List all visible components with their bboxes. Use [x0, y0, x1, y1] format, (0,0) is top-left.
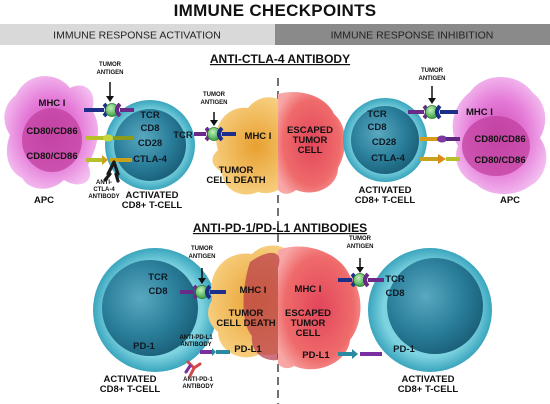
- label-cd28-top-right: CD28: [372, 137, 396, 148]
- label-apc-right: APC: [500, 195, 520, 206]
- label-tcr-top-middle: TCR: [173, 130, 193, 141]
- section-title-ctla4: ANTI-CTLA-4 ANTIBODY: [210, 52, 350, 66]
- tcell-nucleus-top-right: [351, 106, 419, 174]
- label-tcr-bottom-right: TCR: [385, 274, 405, 285]
- anti-pd1-antibody-icon: [186, 360, 202, 378]
- apc-nucleus-left: [22, 108, 82, 172]
- pd1-pdl1-antibodies-bottom-left: [184, 348, 230, 378]
- label-mhc1-top-right: MHC I: [466, 107, 493, 118]
- label-cd80-86-top-right-1: CD80/CD86: [474, 134, 525, 145]
- arrow-tumor-antigen-top-left: [106, 82, 114, 102]
- tcell-nucleus-bottom-left: [102, 260, 198, 356]
- tumor-escaped-bottom: [278, 246, 361, 370]
- cd28-cd80-pair-top-right: [420, 135, 460, 143]
- arrow-tumor-antigen-top-right: [428, 86, 436, 104]
- apc-nucleus-right: [462, 116, 530, 176]
- label-tcr-bottom-left: TCR: [148, 272, 168, 283]
- label-pdl1-bottom-right: PD-L1: [302, 350, 330, 361]
- tumor-escaped-top: [278, 92, 346, 194]
- label-pd1-bottom-right: PD-1: [393, 344, 415, 355]
- pdl1-pd1-pair-bottom-right: [338, 349, 382, 359]
- label-mhc1-top-middle: MHC I: [245, 131, 272, 142]
- arrow-tumor-antigen-top-middle: [210, 112, 218, 126]
- mhc-tcr-complex-bottom-left: [180, 284, 226, 300]
- label-mhc1-bottom-left: MHC I: [240, 285, 267, 296]
- arrow-tumor-antigen-bottom-right: [356, 258, 364, 273]
- label-cd80-86-top-left-2: CD80/CD86: [26, 151, 77, 162]
- activation-label: IMMUNE RESPONSE ACTIVATION: [53, 30, 221, 42]
- label-tcr-top-right: TCR: [367, 109, 387, 120]
- cd80-ctla4-antibody-top-left: [86, 155, 132, 183]
- label-cd8-top-right: CD8: [367, 122, 386, 133]
- arrow-tumor-antigen-bottom-left: [198, 268, 206, 284]
- cd80-cd28-pair-top-left: [86, 134, 133, 142]
- section-title-pd1: ANTI-PD-1/PD-L1 ANTIBODIES: [193, 221, 367, 235]
- activation-band: [0, 24, 275, 45]
- label-cd28-top-left: CD28: [138, 138, 162, 149]
- mhc-tcr-complex-top-left: [84, 102, 134, 118]
- label-cd8-bottom-right: CD8: [385, 288, 404, 299]
- label-cd80-86-top-left-1: CD80/CD86: [26, 126, 77, 137]
- mhc-tcr-complex-top-right: [408, 104, 458, 120]
- mhc-tcr-complex-top-middle: [194, 126, 236, 142]
- label-tcr-top-left: TCR: [140, 110, 160, 121]
- label-cd80-86-top-right-2: CD80/CD86: [474, 155, 525, 166]
- label-pd1-bottom-left: PD-1: [133, 341, 155, 352]
- label-mhc1-bottom-right: MHC I: [295, 284, 322, 295]
- mhc-tcr-complex-bottom-right: [338, 272, 384, 288]
- tumor-dead-top: [212, 97, 300, 195]
- label-cd8-top-left: CD8: [140, 123, 159, 134]
- tcell-nucleus-top-left: [114, 109, 186, 181]
- anti-pdl1-antibody-icon: [212, 348, 216, 356]
- ctla4-cd80-pair-top-right: [420, 154, 460, 164]
- label-cd8-bottom-left: CD8: [148, 286, 167, 297]
- tcell-nucleus-bottom-right: [387, 258, 483, 354]
- label-ctla4-top-left: CTLA-4: [133, 154, 167, 165]
- inhibition-band: [275, 24, 550, 45]
- anti-ctla4-antibody-icon: [103, 160, 120, 183]
- label-mhc1-top-left: MHC I: [39, 98, 66, 109]
- label-ctla4-top-right: CTLA-4: [371, 153, 405, 164]
- tumor-escaped-bottom-left-half: [243, 252, 280, 361]
- inhibition-label: IMMUNE RESPONSE INHIBITION: [331, 30, 494, 42]
- page-title: IMMUNE CHECKPOINTS: [174, 1, 377, 20]
- label-apc-left: APC: [34, 195, 54, 206]
- label-pdl1-bottom-left: PD-L1: [234, 344, 262, 355]
